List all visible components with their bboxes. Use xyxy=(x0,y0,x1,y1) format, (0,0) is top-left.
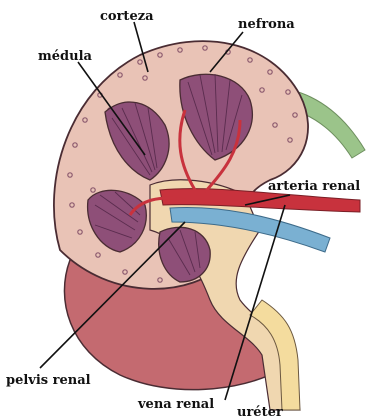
label-arteria-renal: arteria renal xyxy=(268,179,360,194)
label-medula: médula xyxy=(38,49,93,64)
label-vena-renal: vena renal xyxy=(137,397,214,412)
label-corteza: corteza xyxy=(100,9,154,24)
label-ureter: uréter xyxy=(237,405,283,419)
label-pelvis-renal: pelvis renal xyxy=(6,373,91,388)
label-nefrona: nefrona xyxy=(238,17,295,32)
